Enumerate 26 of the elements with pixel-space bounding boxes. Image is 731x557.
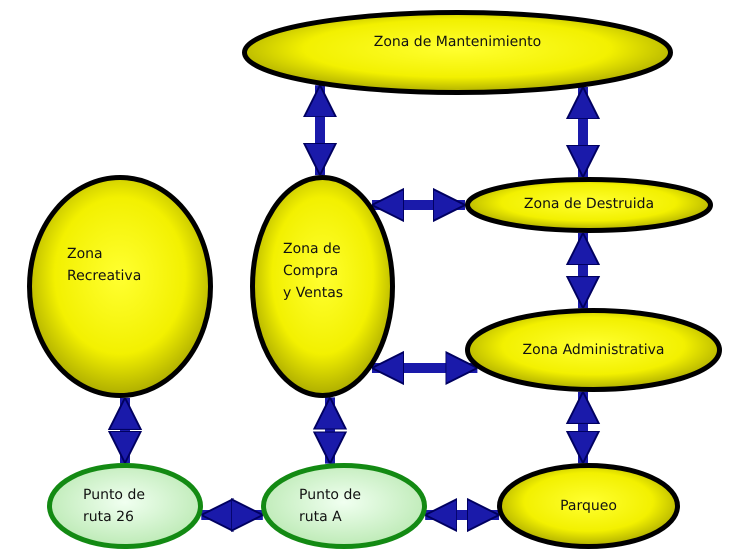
zone-ellipse xyxy=(497,463,680,549)
zone-ellipse xyxy=(242,10,673,95)
zone-label: Zona Administrativa xyxy=(522,341,666,360)
double-arrow xyxy=(566,232,600,310)
route-point-ellipse xyxy=(47,463,203,549)
zone-label: Zona de Compra y Ventas xyxy=(283,240,344,303)
double-arrow xyxy=(200,498,264,532)
double-arrow xyxy=(424,498,500,532)
zone-ellipse xyxy=(465,177,713,233)
zone-label: Punto de ruta 26 xyxy=(83,486,146,527)
double-arrow xyxy=(303,84,337,176)
route-point-ellipse xyxy=(261,463,427,549)
double-arrow xyxy=(566,390,600,464)
double-arrow xyxy=(313,396,347,465)
double-arrow xyxy=(371,351,478,385)
zone-label: Zona de Destruida xyxy=(522,195,656,214)
double-arrow xyxy=(371,188,466,222)
zone-label: Zona Recreativa xyxy=(67,245,142,286)
zone-ellipse xyxy=(250,175,395,398)
zone-ellipse xyxy=(465,308,722,392)
zone-label: Zona de Mantenimiento xyxy=(372,33,542,52)
double-arrow xyxy=(566,86,600,178)
double-arrow xyxy=(108,396,142,464)
zone-ellipse xyxy=(27,175,213,398)
zone-label: Punto de ruta A xyxy=(299,486,362,527)
zone-label: Parqueo xyxy=(559,497,618,516)
